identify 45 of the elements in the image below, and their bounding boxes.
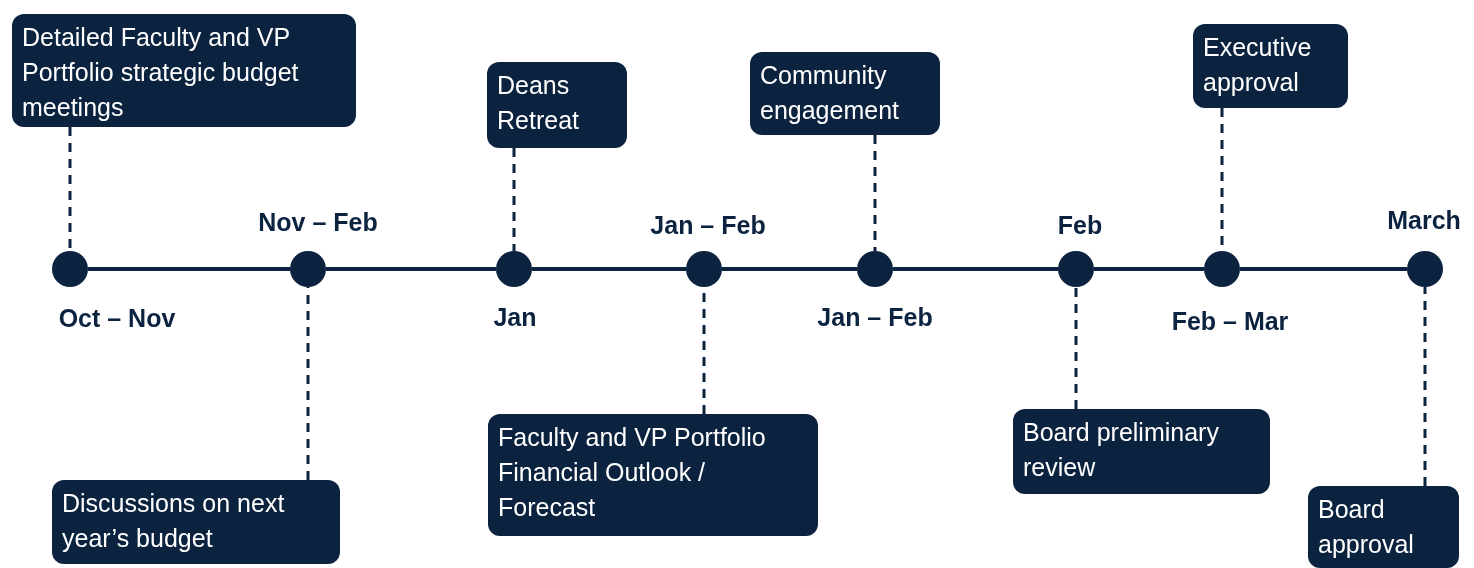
timeline-dot <box>857 251 893 287</box>
event-box <box>750 52 940 135</box>
date-label: Jan – Feb <box>817 302 933 332</box>
timeline-line <box>722 267 857 271</box>
event-box <box>488 414 818 536</box>
date-label: Feb <box>1057 210 1103 240</box>
date-label: Feb – Mar <box>1171 306 1289 336</box>
event-text: Board preliminary review <box>1023 417 1220 483</box>
event-box <box>1308 486 1459 568</box>
event-text: Board approval <box>1318 494 1415 560</box>
timeline-line <box>1240 267 1407 271</box>
timeline-line <box>88 267 290 271</box>
date-label: Jan – Feb <box>650 210 766 240</box>
timeline-dot <box>496 251 532 287</box>
timeline-dot <box>290 251 326 287</box>
date-label: Nov – Feb <box>258 207 378 237</box>
timeline-dot <box>1058 251 1094 287</box>
event-text: Faculty and VP Portfolio Financial Outlook / Forecast <box>498 422 767 523</box>
timeline-line <box>1094 267 1204 271</box>
event-box <box>1013 409 1270 494</box>
leader-line <box>306 287 310 480</box>
leader-line <box>68 127 72 251</box>
leader-line <box>1074 287 1078 409</box>
leader-line <box>873 135 877 251</box>
event-text: Deans Retreat <box>497 70 580 136</box>
leader-line <box>1423 287 1427 486</box>
event-text: Community engagement <box>760 60 900 126</box>
event-box <box>487 62 627 148</box>
date-label: Oct – Nov <box>58 303 176 333</box>
event-box <box>52 480 340 564</box>
leader-line <box>512 148 516 251</box>
timeline-line <box>532 267 686 271</box>
event-text: Executive approval <box>1203 32 1313 98</box>
timeline-line <box>893 267 1058 271</box>
timeline-dot <box>1204 251 1240 287</box>
date-label: March <box>1387 205 1461 235</box>
event-box <box>1193 24 1348 108</box>
timeline-line <box>326 267 496 271</box>
event-box <box>12 14 356 127</box>
timeline-dot <box>1407 251 1443 287</box>
timeline-dot <box>686 251 722 287</box>
event-text: Discussions on next year’s budget <box>62 488 286 554</box>
event-text: Detailed Faculty and VP Portfolio strategic budget meetings <box>22 22 300 123</box>
timeline-dot <box>52 251 88 287</box>
date-label: Jan <box>493 302 537 332</box>
